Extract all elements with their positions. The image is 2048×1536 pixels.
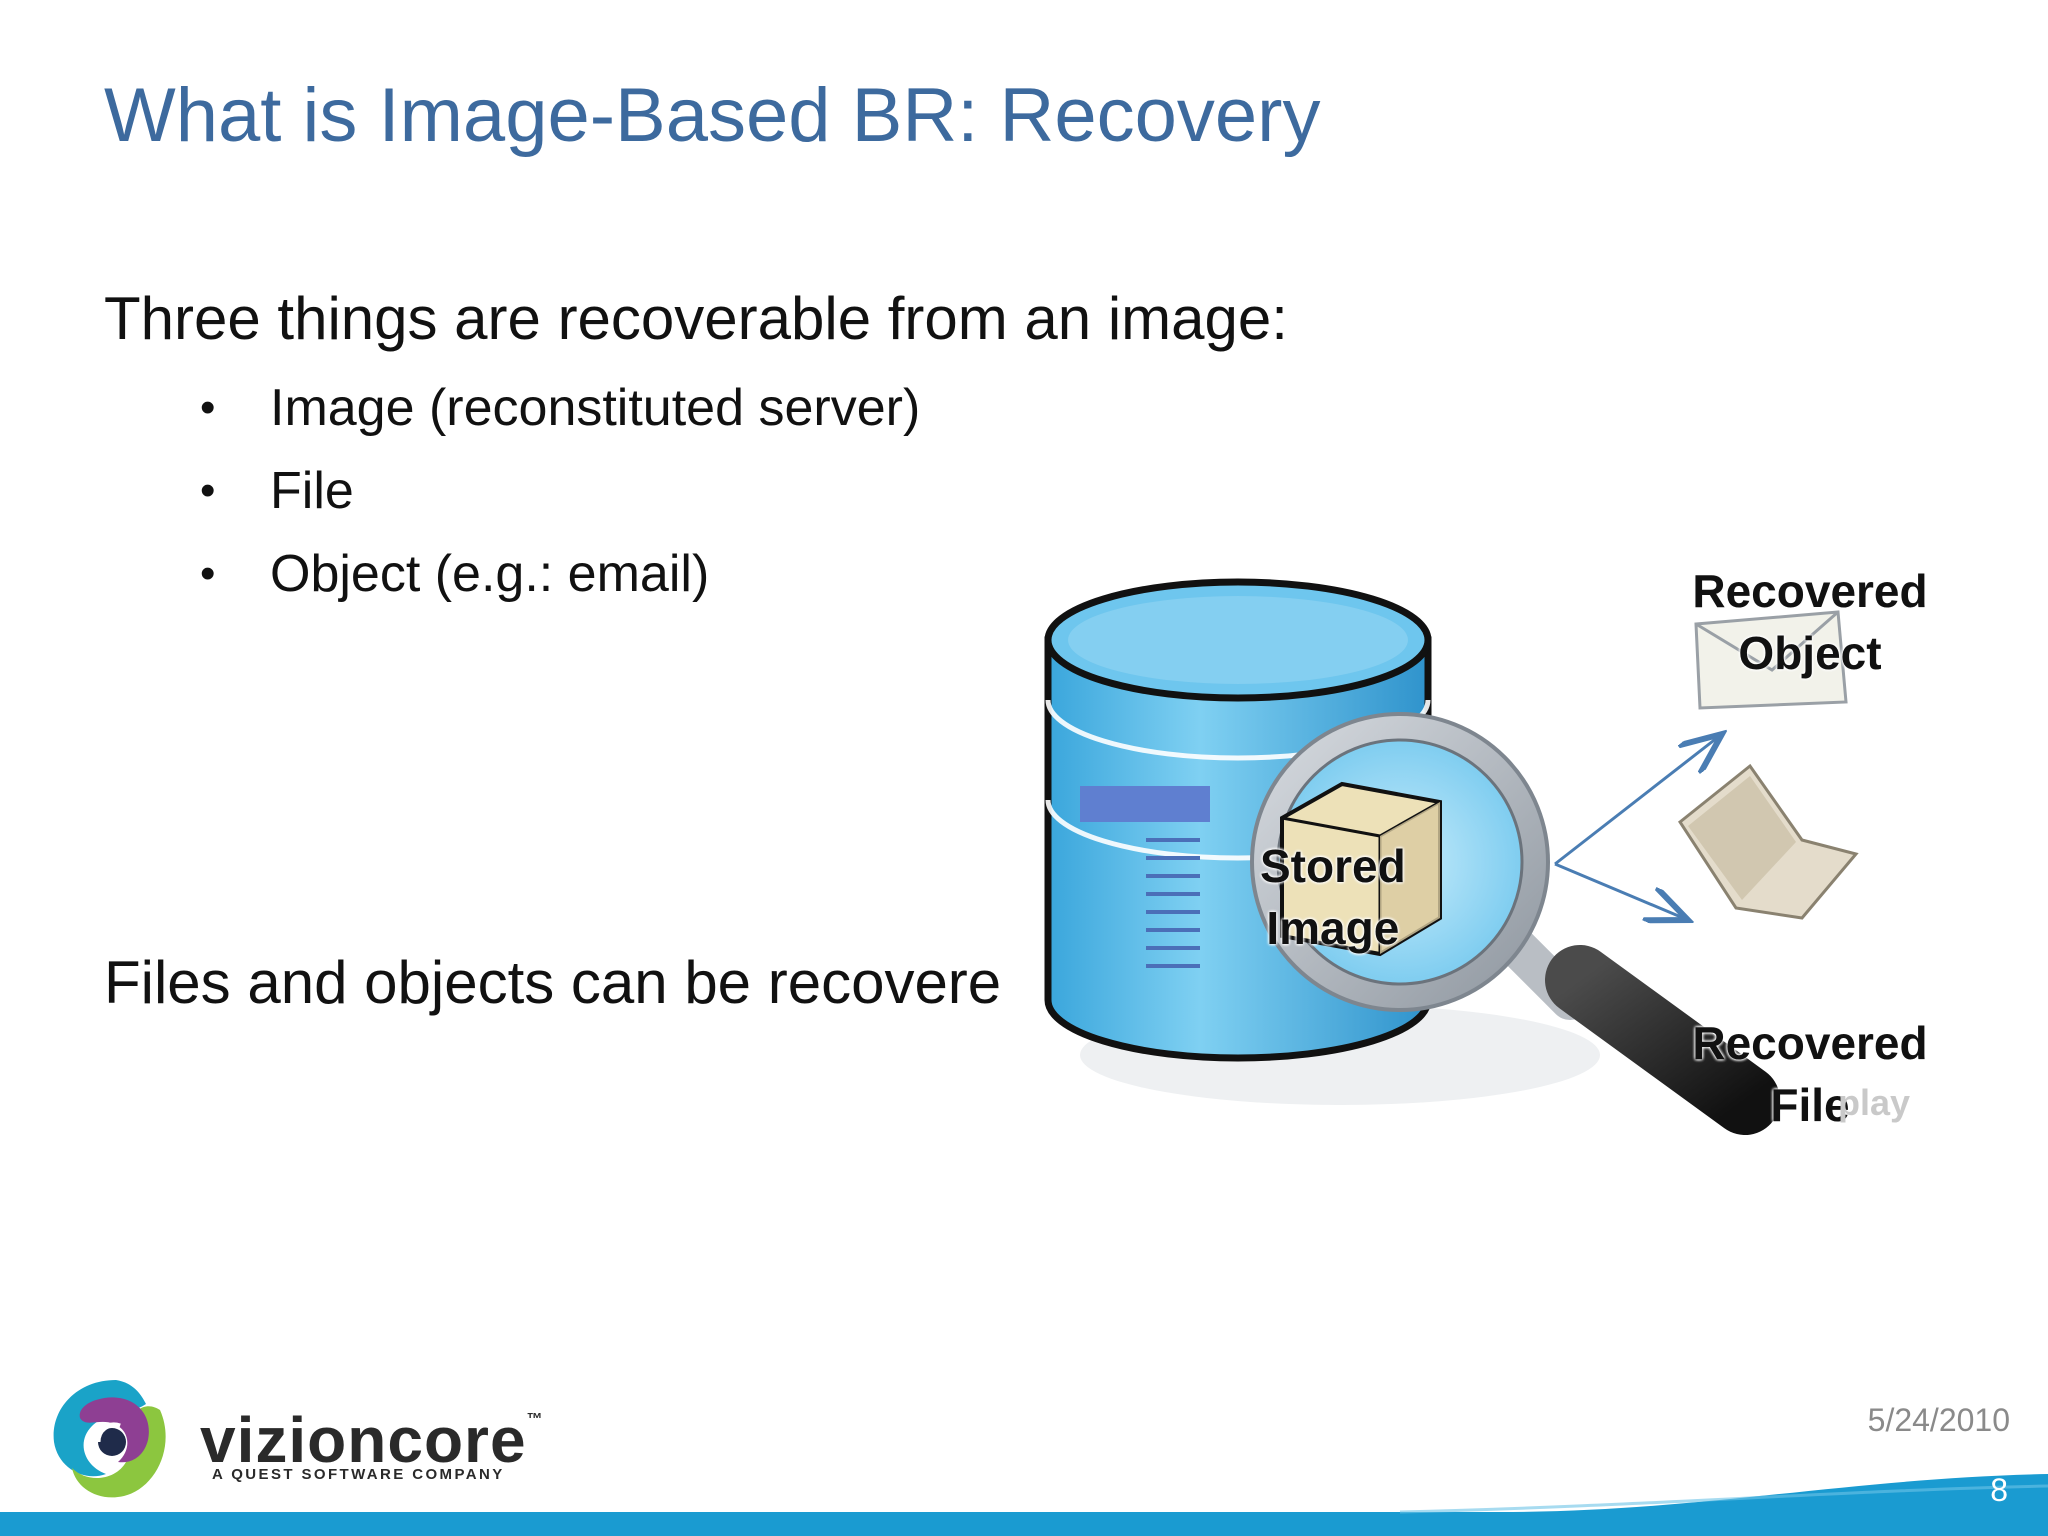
recovered-object-line2: Object [1738, 627, 1882, 679]
vizioncore-logo: vizioncore™ A QUEST SOFTWARE COMPANY [36, 1370, 543, 1510]
recovered-file-line2: File [1770, 1079, 1850, 1131]
slide-date: 5/24/2010 [1867, 1402, 2010, 1438]
footer-bar [0, 1474, 2048, 1536]
recovered-object-label: Recovered Object [1670, 560, 1950, 684]
brand-text: vizioncore [200, 1404, 527, 1476]
magnifying-glass-icon [1250, 712, 1780, 1135]
diagram-graphic [1044, 578, 1859, 1135]
bullet-text: Image (reconstituted server) [270, 379, 921, 437]
stored-image-line2: Image [1266, 902, 1400, 954]
bullet-icon: • [200, 466, 216, 515]
stored-image-label: Stored Image [1260, 835, 1406, 959]
watermark-text: play [1838, 1082, 1911, 1123]
bullet-item-image: • Image (reconstituted server) [200, 372, 920, 455]
bullet-item-file: • File [200, 455, 920, 538]
stored-image-line1: Stored [1260, 840, 1406, 892]
swirl-logo-icon [53, 1380, 166, 1498]
recovered-file-line1: Recovered [1692, 1017, 1928, 1069]
bullet-list: • Image (reconstituted server) • File • Obj… [200, 372, 920, 621]
bullet-text: Object (e.g.: email) [270, 545, 710, 603]
server-icon [1280, 781, 1442, 957]
recovery-diagram: Stored Image Recovered Object Recovered … [1010, 540, 2048, 1160]
trademark: ™ [526, 1411, 544, 1428]
brand-name: vizioncore™ [200, 1408, 544, 1472]
branch-arrows [1554, 734, 1722, 920]
bullet-item-object: • Object (e.g.: email) [200, 538, 920, 621]
slide-title: What is Image-Based BR: Recovery [104, 73, 1321, 158]
recovered-object-line1: Recovered [1692, 565, 1928, 617]
envelope-icon [1694, 610, 1848, 710]
bullet-icon: • [200, 549, 216, 598]
recovered-file-label: Recovered File [1670, 1012, 1950, 1136]
file-icon [1678, 763, 1859, 920]
bullet-text: File [270, 462, 354, 520]
page-number: 8 [1990, 1472, 2008, 1508]
footnote-text: Files and objects can be recovere [104, 949, 1002, 1016]
brand-tagline: A QUEST SOFTWARE COMPANY [212, 1466, 505, 1483]
bullet-icon: • [200, 383, 216, 432]
intro-text: Three things are recoverable from an ima… [104, 285, 1288, 352]
